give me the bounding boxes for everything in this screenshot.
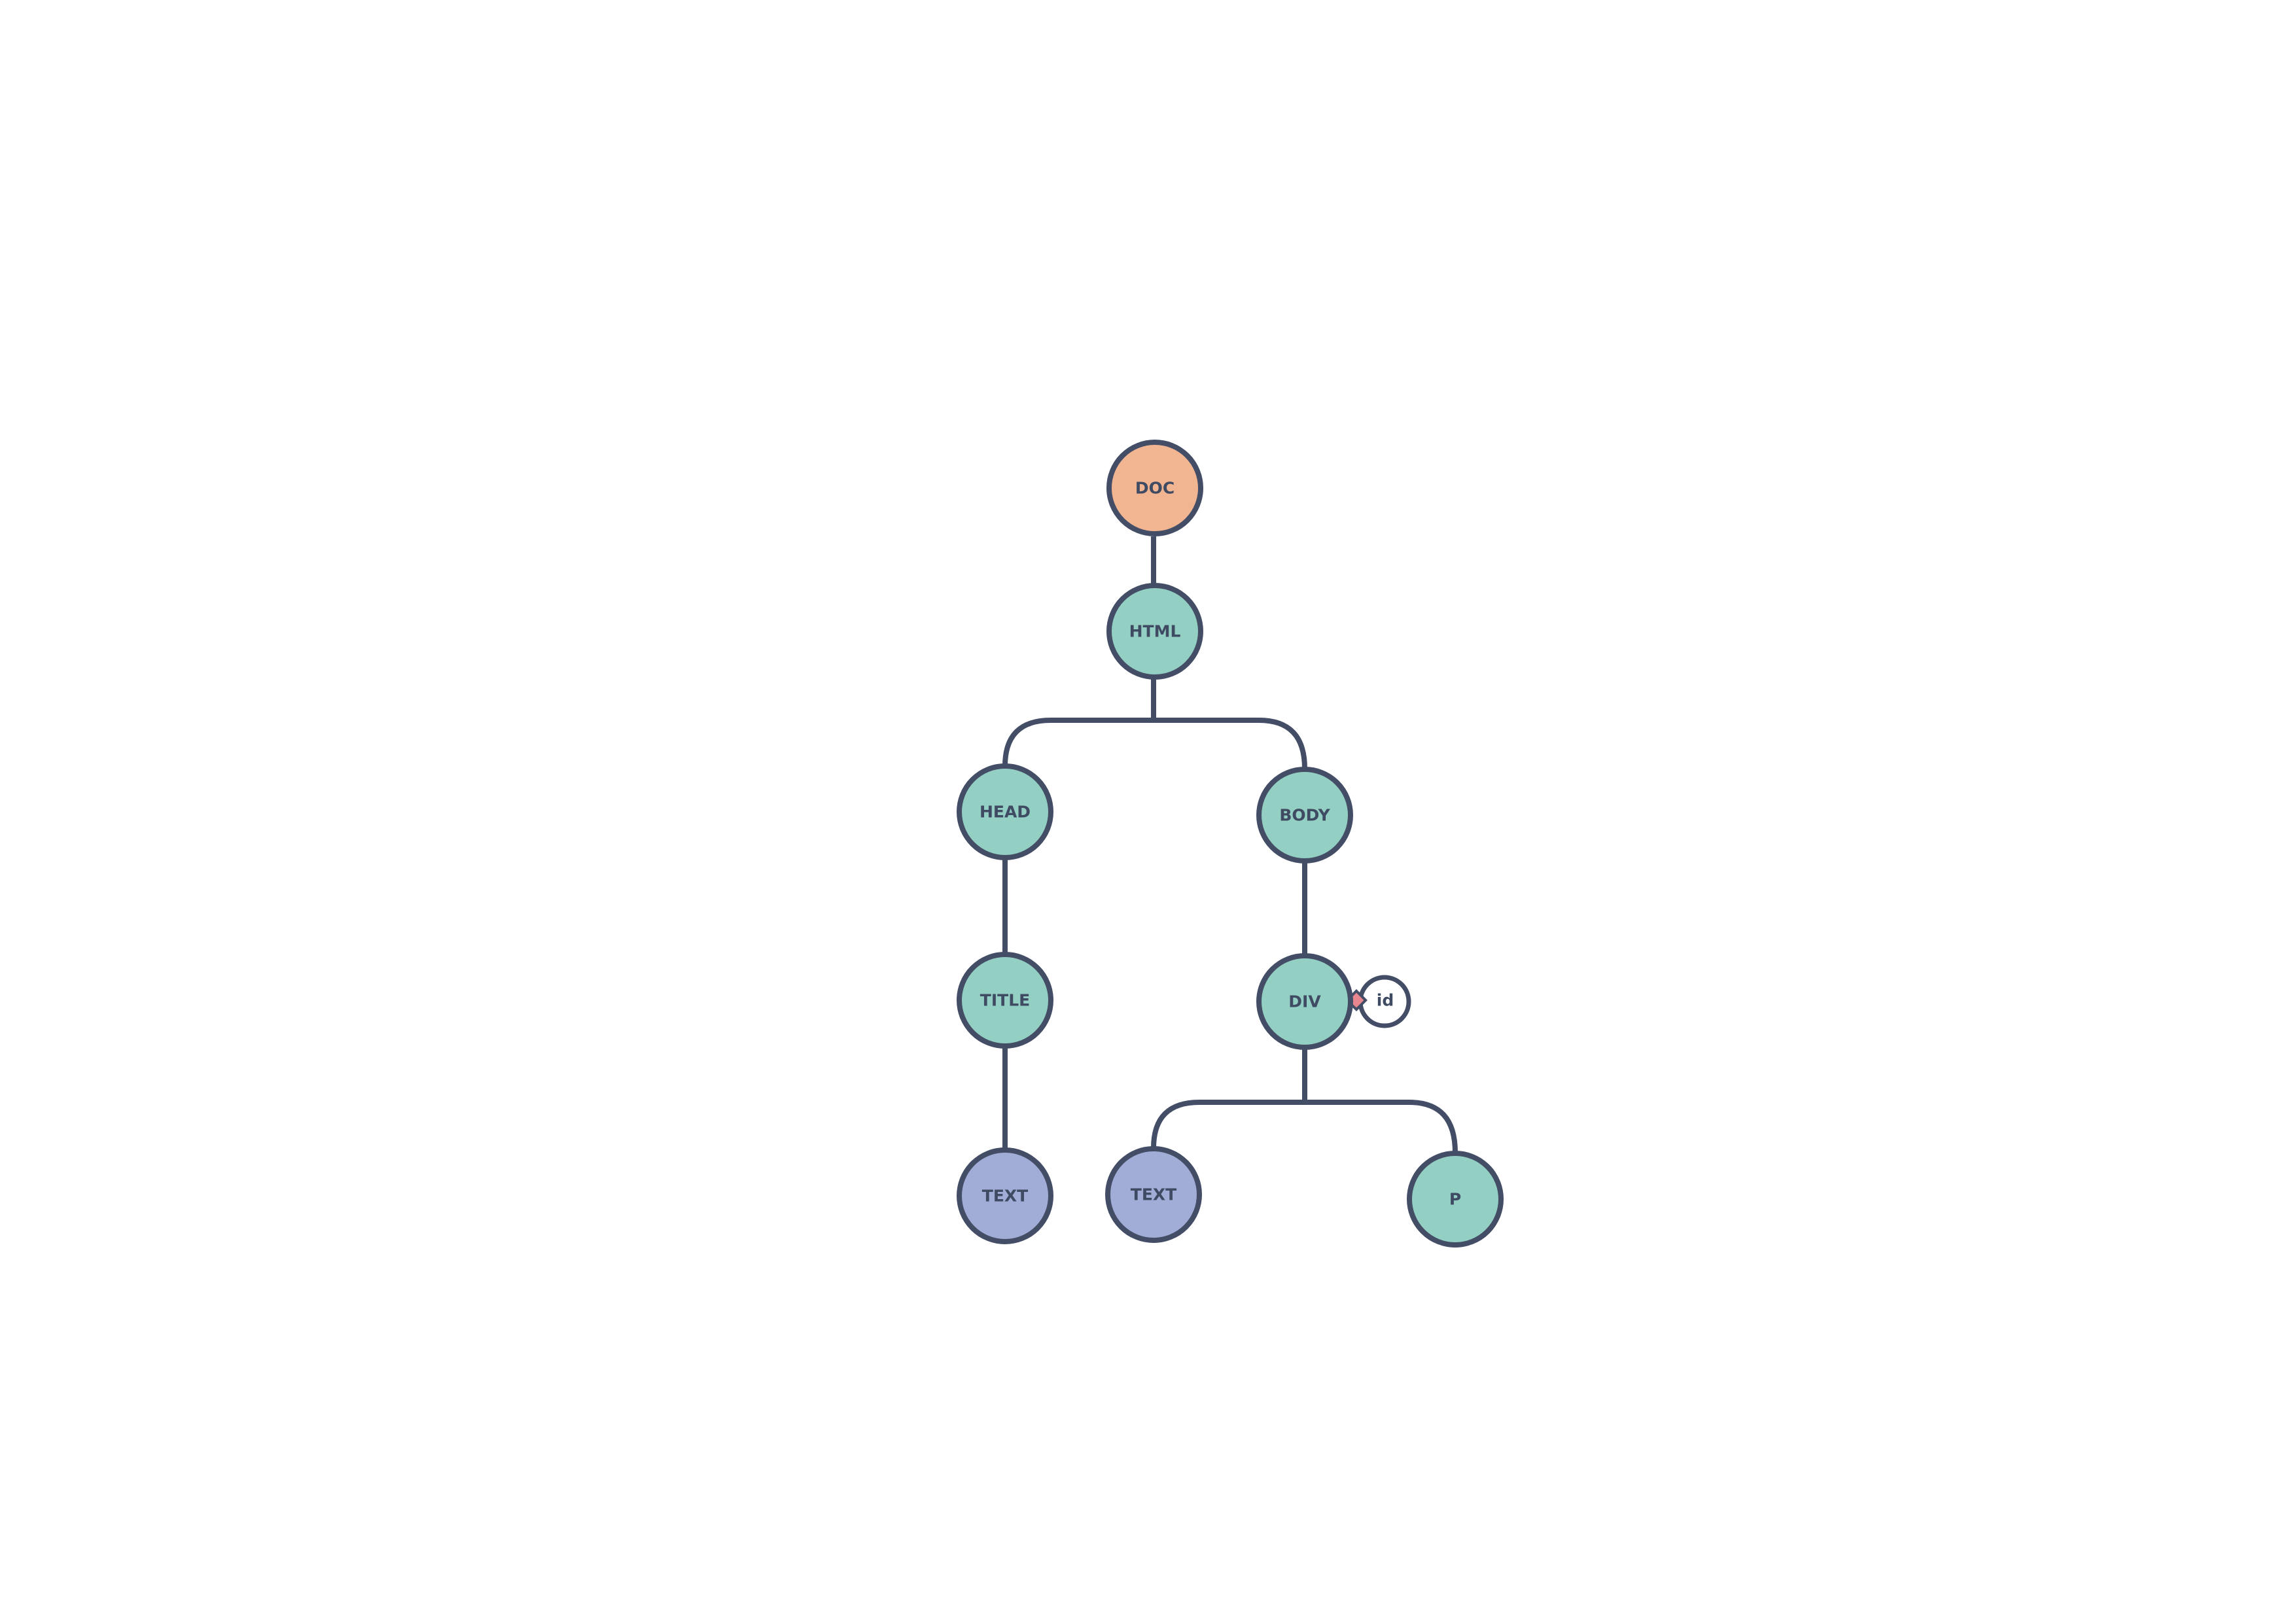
node-title-label: TITLE xyxy=(980,991,1030,1010)
node-head-circle xyxy=(957,763,1053,860)
node-head: HEAD xyxy=(957,763,1053,860)
node-html-circle xyxy=(1106,583,1203,680)
node-doc-label: DOC xyxy=(1135,479,1174,498)
node-text-title: TEXT xyxy=(957,1147,1053,1244)
node-doc-circle xyxy=(1106,440,1203,536)
node-title: TITLE xyxy=(957,952,1053,1049)
node-div: DIV xyxy=(1256,953,1353,1050)
attribute-id: id xyxy=(1345,975,1411,1028)
edge-div-text xyxy=(1151,1048,1307,1149)
node-html: HTML xyxy=(1106,583,1203,680)
edge-div-p xyxy=(1305,1100,1458,1153)
attribute-label: id xyxy=(1377,991,1394,1010)
edge-html-body xyxy=(1154,718,1307,769)
node-title-circle xyxy=(957,952,1053,1049)
node-text-div-label: TEXT xyxy=(1131,1185,1176,1204)
node-text-div-circle xyxy=(1105,1146,1202,1243)
node-text-title-label: TEXT xyxy=(982,1187,1028,1206)
node-body-label: BODY xyxy=(1279,806,1330,825)
edge-html-head xyxy=(1002,678,1156,767)
node-doc: DOC xyxy=(1106,440,1203,536)
tree-edges xyxy=(1002,536,1458,1153)
node-div-circle xyxy=(1256,953,1353,1050)
node-text-title-circle xyxy=(957,1147,1053,1244)
node-div-label: DIV xyxy=(1288,992,1321,1011)
node-text-div: TEXT xyxy=(1105,1146,1202,1243)
node-body-circle xyxy=(1256,767,1353,864)
node-p-circle xyxy=(1407,1151,1504,1248)
node-p: P xyxy=(1407,1151,1504,1248)
node-p-label: P xyxy=(1449,1190,1461,1209)
node-html-label: HTML xyxy=(1129,622,1181,641)
node-head-label: HEAD xyxy=(980,803,1031,822)
node-body: BODY xyxy=(1256,767,1353,864)
